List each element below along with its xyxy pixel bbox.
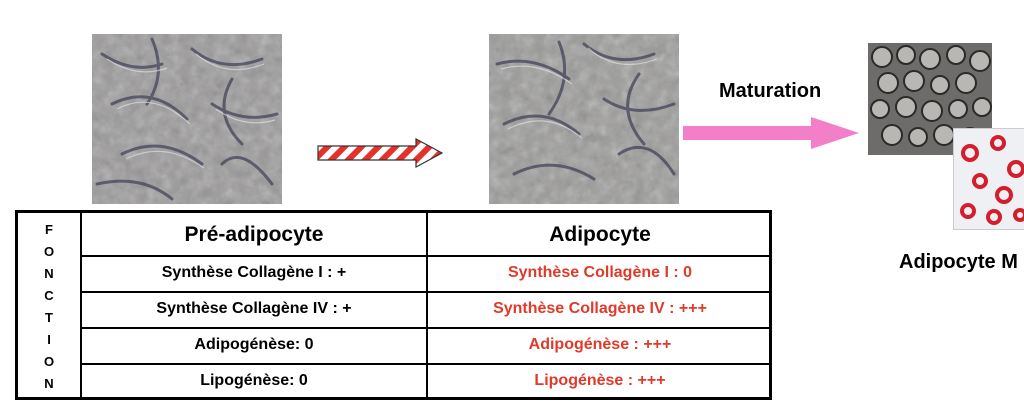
header-preadipocyte: Pré-adipocyte <box>184 223 324 246</box>
table-cell-pre: Adipogénèse: 0 <box>194 336 314 353</box>
hatched-arrow-icon <box>316 137 444 169</box>
fonction-letter: N <box>44 376 54 391</box>
table-cell-adipo: Synthèse Collagène I : 0 <box>507 264 693 281</box>
fonction-letter: T <box>45 310 53 325</box>
table-cell-adipo: Synthèse Collagène IV : +++ <box>493 300 707 317</box>
row-divider <box>80 255 769 257</box>
header-adipocyte: Adipocyte <box>549 223 651 246</box>
table-cell-adipo: Adipogénèse : +++ <box>528 336 672 353</box>
adipocyte-mature-label: Adipocyte M <box>899 251 1018 273</box>
fonction-letter: O <box>43 244 55 259</box>
fonction-letter: C <box>44 288 54 303</box>
function-table: F O N C T I O N Pré-adipocyte Adipocyte … <box>15 210 772 400</box>
row-divider <box>80 291 769 293</box>
table-cell-pre: Lipogénèse: 0 <box>200 372 308 389</box>
table-cell-pre: Synthèse Collagène I : + <box>161 264 347 281</box>
stained-adipocyte-micrograph <box>953 128 1024 230</box>
row-divider <box>80 327 769 329</box>
fonction-letter: I <box>47 332 51 347</box>
row-divider <box>80 363 769 365</box>
adipocyte-micrograph <box>489 34 679 204</box>
fonction-side-label: F O N C T I O N <box>18 213 82 397</box>
maturation-arrow-icon <box>683 115 861 151</box>
fonction-letter: N <box>44 266 54 281</box>
preadipocyte-micrograph <box>92 34 282 204</box>
table-cell-adipo: Lipogénèse : +++ <box>534 372 666 389</box>
column-divider <box>426 213 428 397</box>
fonction-letter: F <box>45 222 53 237</box>
table-cell-pre: Synthèse Collagène IV : + <box>156 300 352 317</box>
maturation-label: Maturation <box>719 80 822 102</box>
fonction-letter: O <box>43 354 55 369</box>
